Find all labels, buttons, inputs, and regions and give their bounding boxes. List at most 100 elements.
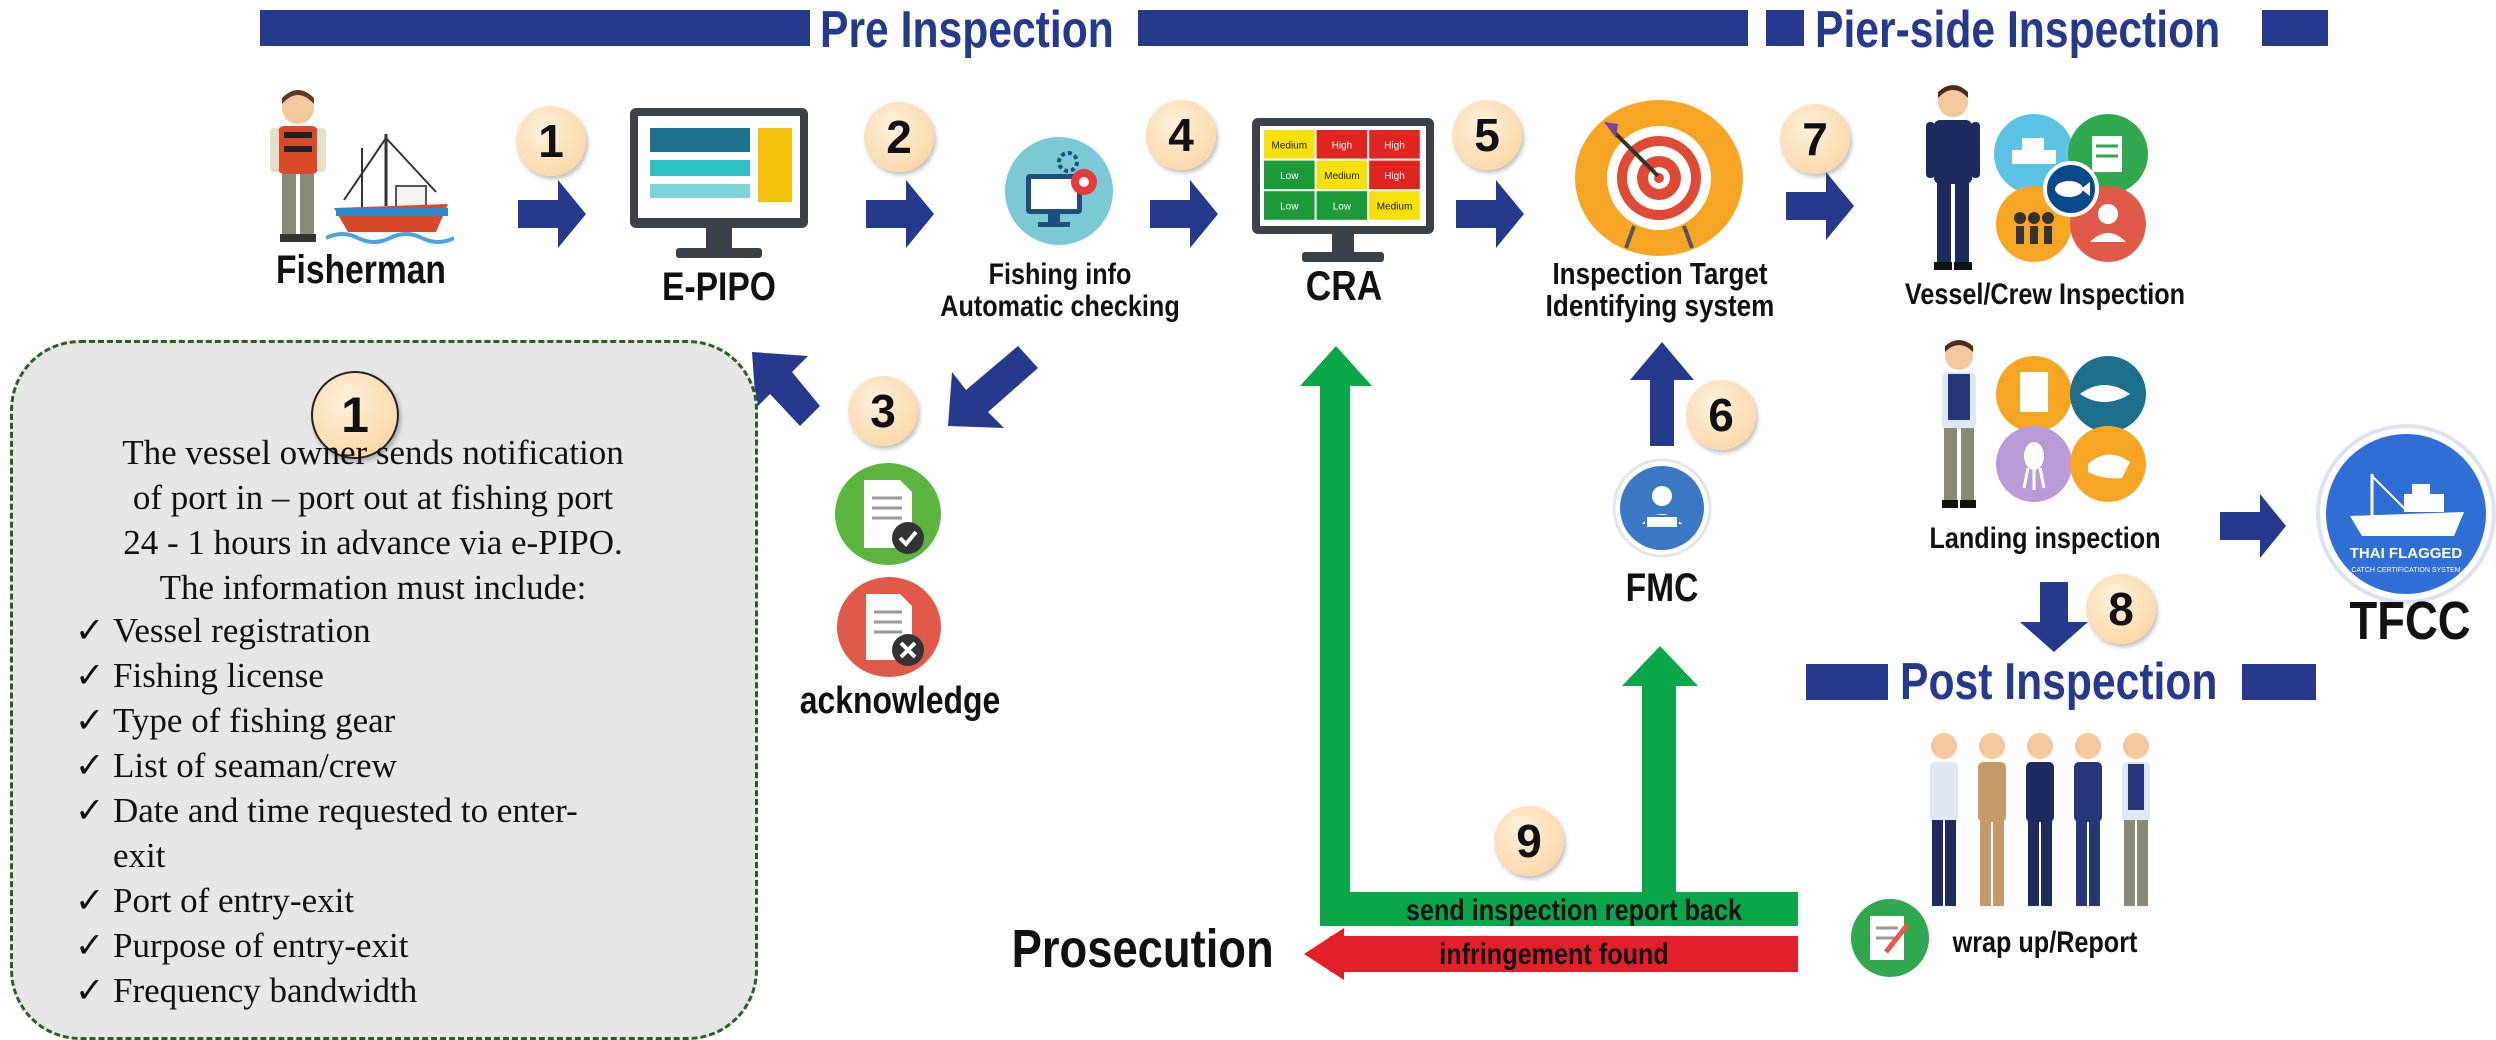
cra-cell-0-1 [1316, 130, 1368, 159]
pre-inspection-band-right [1138, 10, 1748, 46]
arrow-fmc-to-target [1630, 342, 1694, 446]
fmc-label: FMC [1625, 566, 1699, 610]
pre-inspection-band-left [260, 10, 810, 46]
pre-inspection-title: Pre Inspection [820, 1, 1114, 59]
cra-cell-label-0-0: Medium [1272, 140, 1308, 151]
post-inspection-band-right [2242, 664, 2316, 700]
note-checklist-item: ✓Frequency bandwidth [75, 971, 417, 1011]
vessel-crew-inspection-label: Vessel/Crew Inspection [1904, 278, 2186, 311]
report-icon [1851, 899, 1929, 977]
inspector-officer-icon [1926, 85, 1980, 270]
send-report-back-label: send inspection report back [1405, 894, 1743, 927]
document-approved-icon [835, 463, 941, 565]
fisherman-label: Fisherman [276, 248, 446, 292]
tfcc-logo-text: THAI FLAGGED [2350, 545, 2463, 562]
step-badge-9: 9 [1494, 806, 1564, 876]
arrow-target-to-inspection [1786, 172, 1854, 240]
check-mark-icon: ✓ [75, 971, 105, 1010]
note-checklist-item-text: Date and time requested to enter- [113, 791, 578, 830]
note-checklist-item-text: Port of entry-exit [113, 881, 355, 920]
step-badge-7: 7 [1780, 104, 1850, 174]
cra-cell-label-0-1: High [1332, 140, 1353, 151]
inspection-target-label-line2: Identifying system [1545, 288, 1775, 323]
inspector-officer-2-icon [1942, 340, 1976, 508]
step-1-note-box: 1 The vessel owner sends notification of… [10, 340, 758, 1040]
acknowledge-label: acknowledge [799, 680, 1001, 722]
cra-cell-label-1-2: High [1384, 171, 1405, 182]
arrow-fisherman-to-epipo [518, 180, 586, 248]
pier-side-band-right [2262, 10, 2328, 46]
check-mark-icon: ✓ [75, 701, 105, 740]
note-checklist-item-text: Vessel registration [113, 611, 371, 650]
arrow-cra-to-target [1456, 180, 1524, 248]
post-inspection-title: Post Inspection [1900, 653, 2218, 711]
note-checklist-item: ✓Vessel registration [75, 611, 371, 651]
step-badge-1: 1 [516, 106, 586, 176]
vessel-crew-icons-cluster [1994, 114, 2148, 262]
cra-cell-label-2-2: Medium [1377, 202, 1413, 213]
fisherman-icon [270, 90, 326, 242]
check-mark-icon: ✓ [75, 791, 105, 830]
green-arrow-to-cra [1300, 346, 1798, 926]
check-mark-icon: ✓ [75, 611, 105, 650]
note-checklist-item: ✓Port of entry-exit [75, 881, 354, 921]
note-line-4: The information must include: [159, 568, 587, 607]
step-badge-8: 8 [2086, 574, 2156, 644]
note-line-2: of port in – port out at fishing port [132, 478, 614, 517]
target-icon [1575, 100, 1743, 256]
cra-cell-label-2-0: Low [1280, 202, 1299, 213]
note-checklist-item: ✓List of seaman/crew [75, 746, 397, 786]
fishing-info-label-line1: Fishing info [988, 258, 1132, 291]
arrow-epipo-to-checking [866, 180, 934, 248]
note-line-3: 24 - 1 hours in advance via e-PIPO. [123, 523, 623, 562]
note-checklist-item: ✓Purpose of entry-exit [75, 926, 408, 966]
epipo-monitor-icon [630, 108, 808, 258]
arrow-inspection-to-post [2020, 582, 2088, 652]
check-mark-icon: ✓ [75, 881, 105, 920]
landing-icons-cluster [1996, 356, 2146, 502]
note-checklist-item-text: List of seaman/crew [113, 746, 397, 785]
note-line-1: The vessel owner sends notification [122, 433, 624, 472]
note-checklist-item: ✓Type of fishing gear [75, 701, 395, 741]
cra-cell-1-1 [1316, 160, 1368, 190]
arrow-acknowledge-to-epipo [752, 352, 820, 426]
cra-cell-2-1 [1316, 191, 1368, 220]
arrow-landing-to-tfcc [2220, 494, 2286, 558]
step-badge-2: 2 [864, 102, 934, 172]
tfcc-logo-subtext: CATCH CERTIFICATION SYSTEM [2351, 567, 2460, 574]
cra-cell-label-1-0: Low [1280, 171, 1299, 182]
note-badge: 1 [311, 371, 399, 459]
cra-cell-label-0-2: High [1384, 140, 1405, 151]
note-checklist-item: ✓Fishing license [75, 656, 324, 696]
note-checklist-item-text: Type of fishing gear [113, 701, 396, 740]
cra-cell-2-0 [1264, 191, 1315, 220]
note-checklist-item-text: Fishing license [113, 656, 324, 695]
cra-label: CRA [1305, 262, 1383, 309]
step-badge-5: 5 [1452, 100, 1522, 170]
wrap-up-report-label: wrap up/Report [1952, 926, 2138, 959]
step-badge-6: 6 [1686, 380, 1756, 450]
fmc-icon [1612, 458, 1712, 558]
landing-inspection-label: Landing inspection [1929, 522, 2161, 555]
pier-side-band-left [1766, 10, 1804, 46]
check-mark-icon: ✓ [75, 656, 105, 695]
note-checklist-item-text: Purpose of entry-exit [113, 926, 409, 965]
green-bar-band [1344, 892, 1798, 926]
cra-cell-2-2 [1369, 191, 1420, 220]
red-bar-band [1330, 936, 1798, 972]
fishing-info-label-line2: Automatic checking [940, 290, 1180, 323]
note-checklist-item-text: Frequency bandwidth [113, 971, 418, 1010]
note-checklist-item: exit [75, 836, 165, 876]
post-inspection-band-left [1806, 664, 1888, 700]
green-arrow-to-fmc [1622, 646, 1698, 892]
step-badge-4: 4 [1146, 100, 1216, 170]
tfcc-logo-icon: THAI FLAGGED CATCH CERTIFICATION SYSTEM [2316, 424, 2496, 604]
inspection-team-icon [1930, 733, 2150, 906]
cra-cell-label-1-1: Medium [1324, 171, 1360, 182]
note-checklist-item: ✓Date and time requested to enter- [75, 791, 578, 831]
inspection-target-label-line1: Inspection Target [1552, 256, 1768, 291]
automatic-checking-icon [1005, 137, 1113, 245]
cra-cell-label-2-1: Low [1333, 202, 1352, 213]
